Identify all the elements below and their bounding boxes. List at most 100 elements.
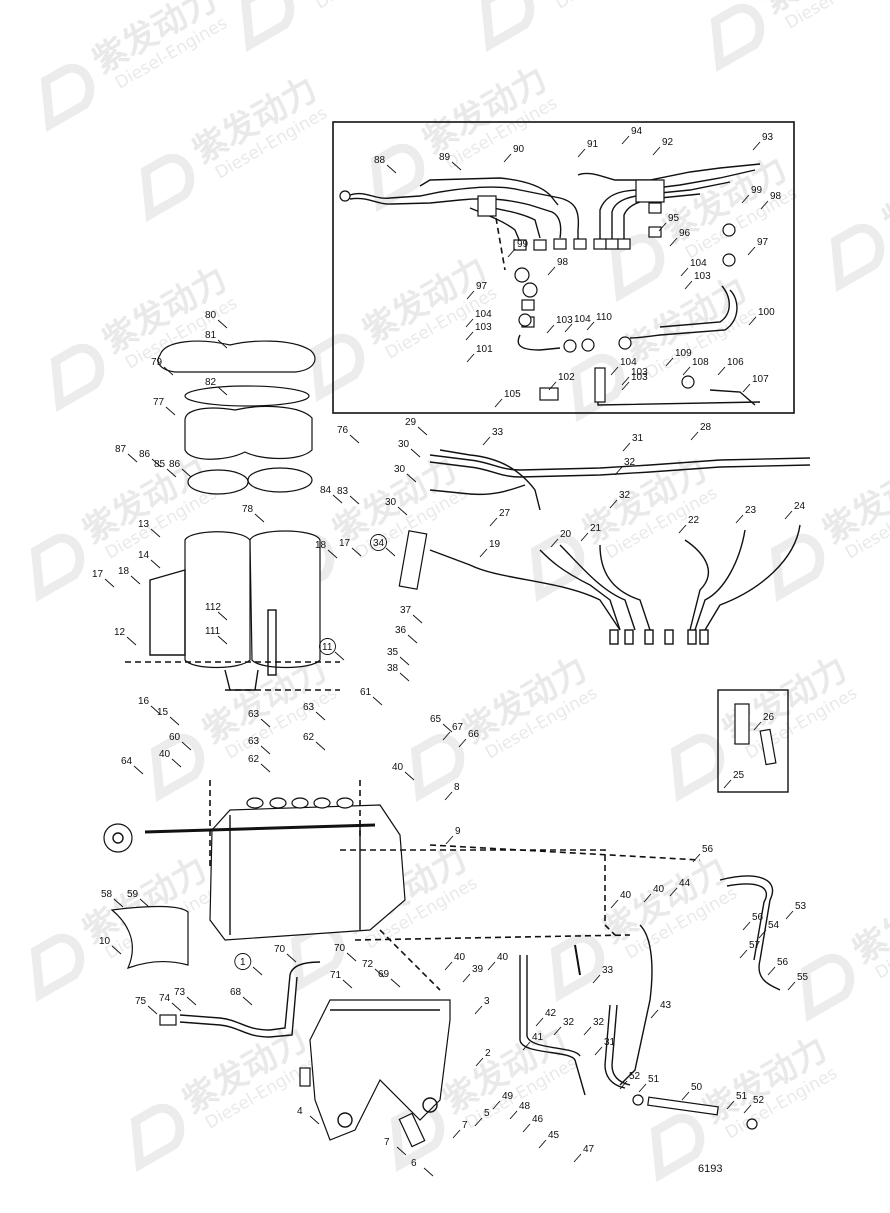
part-label-103: 103 xyxy=(556,315,573,326)
leader-line xyxy=(386,548,395,556)
part-label-67: 67 xyxy=(452,722,464,733)
part-label-108: 108 xyxy=(692,357,709,368)
leader-line xyxy=(172,1003,181,1011)
part-label-73: 73 xyxy=(174,987,186,998)
leader-line xyxy=(679,525,686,533)
part-label-53: 53 xyxy=(795,901,807,912)
delivery-valve-shape xyxy=(247,798,263,808)
part-label-7: 7 xyxy=(384,1137,390,1148)
leader-line xyxy=(743,922,750,930)
part-label-100: 100 xyxy=(758,307,775,318)
part-label-10: 10 xyxy=(99,936,111,947)
watermark-cn: 紫发动力 xyxy=(286,0,424,2)
delivery-valve-shape xyxy=(314,798,330,808)
part-label-102: 102 xyxy=(558,372,575,383)
leader-line xyxy=(682,1092,689,1100)
part-label-4: 4 xyxy=(297,1106,303,1117)
leader-line xyxy=(724,780,731,788)
leader-line xyxy=(405,772,414,780)
part-label-104: 104 xyxy=(574,314,591,325)
part-label-90: 90 xyxy=(513,144,525,155)
part-label-35: 35 xyxy=(387,647,399,658)
part-label-32: 32 xyxy=(624,457,636,468)
watermark-logo-shape xyxy=(700,2,768,64)
leader-line xyxy=(740,950,747,958)
leader-line xyxy=(651,1010,658,1018)
leader-line xyxy=(463,974,470,982)
leader-line xyxy=(681,268,688,276)
part-label-57: 57 xyxy=(749,940,761,951)
part-label-40: 40 xyxy=(620,890,632,901)
part-label-69: 69 xyxy=(378,969,390,980)
part-label-89: 89 xyxy=(439,152,451,163)
part-label-39: 39 xyxy=(472,964,484,975)
leader-line xyxy=(387,165,396,173)
part-label-33: 33 xyxy=(602,965,614,976)
part-label-75: 75 xyxy=(135,996,147,1007)
part-label-98: 98 xyxy=(557,257,569,268)
nut-shape xyxy=(649,203,661,213)
leader-line xyxy=(480,549,487,557)
part-label-83: 83 xyxy=(337,486,349,497)
part-label-40: 40 xyxy=(454,952,466,963)
leader-line xyxy=(578,149,585,157)
part-label-5: 5 xyxy=(484,1108,490,1119)
leader-line xyxy=(788,982,795,990)
leader-line xyxy=(523,1124,530,1132)
part-label-40: 40 xyxy=(159,749,171,760)
part-label-94: 94 xyxy=(631,126,643,137)
part-label-37: 37 xyxy=(400,605,412,616)
leader-line xyxy=(504,154,511,162)
part-label-106: 106 xyxy=(727,357,744,368)
leader-line xyxy=(391,979,400,987)
part-label-62: 62 xyxy=(303,732,315,743)
part-label-82: 82 xyxy=(205,377,217,388)
part-label-15: 15 xyxy=(157,707,169,718)
delivery-valve-shape xyxy=(292,798,308,808)
leader-line xyxy=(310,1116,319,1124)
nut-shape xyxy=(618,239,630,249)
part-label-77: 77 xyxy=(153,397,165,408)
part-label-86: 86 xyxy=(139,449,151,460)
leader-line xyxy=(408,635,417,643)
part-label-25: 25 xyxy=(733,770,745,781)
leader-line xyxy=(547,325,554,333)
watermark-logo-shape xyxy=(470,0,538,45)
part-label-86: 86 xyxy=(169,459,181,470)
part-label-28: 28 xyxy=(700,422,712,433)
part-label-81: 81 xyxy=(205,330,217,341)
leader-line xyxy=(413,615,422,623)
leader-line xyxy=(453,1130,460,1138)
part-label-74: 74 xyxy=(159,993,171,1004)
leader-line xyxy=(466,319,473,327)
leader-line xyxy=(539,1140,546,1148)
part-label-26: 26 xyxy=(763,712,775,723)
leader-line xyxy=(105,579,114,587)
part-label-14: 14 xyxy=(138,550,150,561)
part-label-110: 110 xyxy=(596,312,612,323)
part-label-46: 46 xyxy=(532,1114,544,1125)
leader-line xyxy=(127,637,136,645)
part-label-52: 52 xyxy=(753,1095,765,1106)
part-label-104: 104 xyxy=(475,309,492,320)
watermark-logo-shape xyxy=(20,932,88,994)
watermark-logo-shape xyxy=(760,532,828,594)
part-label-112: 112 xyxy=(205,602,221,613)
leader-line xyxy=(134,766,143,774)
leader-line xyxy=(148,1006,157,1014)
leader-line xyxy=(261,746,270,754)
part-label-56: 56 xyxy=(777,957,789,968)
part-label-21: 21 xyxy=(590,523,602,534)
part-label-56: 56 xyxy=(752,912,764,923)
watermark-logo-shape xyxy=(790,952,858,1014)
leader-line xyxy=(510,1111,517,1119)
part-label-85: 85 xyxy=(154,459,166,470)
